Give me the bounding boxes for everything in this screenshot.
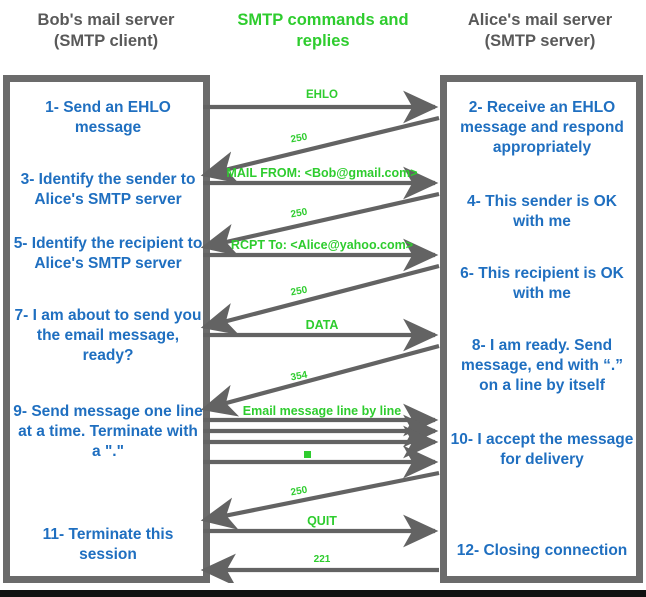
client-step-11: 11- Terminate this session (42, 526, 174, 563)
server-step-2: 2- Receive an EHLO message and respond a… (460, 99, 624, 156)
message-lane: EHLO 250 MAIL FROM: <Bob@gmail.com> 250 … (196, 75, 448, 583)
client-header-line1: Bob's mail server (37, 11, 175, 29)
client-step-1: 1- Send an EHLO message (45, 99, 171, 136)
client-step-3: 3- Identify the sender to Alice's SMTP s… (20, 171, 196, 208)
arrow-canvas (200, 90, 440, 583)
server-step-10: 10- I accept the message for delivery (450, 431, 634, 468)
bottom-strip (0, 590, 646, 597)
arrow-250-a (200, 115, 440, 184)
label-rcpt-to: RCPT To: <Alice@yahoo.com> (230, 238, 414, 252)
arrow-250-b (200, 191, 440, 256)
arrow-250-c (200, 263, 440, 335)
server-column-body: 2- Receive an EHLO message and respond a… (447, 82, 636, 576)
server-step-12: 12- Closing connection (456, 542, 628, 559)
diagram-title-line2: replies (296, 32, 350, 50)
client-step-7: 7- I am about to send you the email mess… (14, 307, 202, 364)
label-email-lines: Email message line by line (242, 404, 402, 418)
server-step-8: 8- I am ready. Send message, end with “.… (461, 337, 623, 394)
server-step-6: 6- This recipient is OK with me (460, 265, 624, 302)
label-221: 221 (313, 554, 331, 565)
server-column-header: Alice's mail server (SMTP server) (440, 10, 640, 52)
arrow-354 (200, 343, 440, 417)
diagram-title-line1: SMTP commands and (237, 11, 409, 29)
diagram-title-header: SMTP commands and replies (218, 10, 428, 52)
server-header-line1: Alice's mail server (467, 11, 613, 29)
message-terminator-dot (304, 451, 311, 458)
client-step-9: 9- Send message one line at a time. Term… (13, 403, 203, 460)
label-quit: QUIT (307, 514, 337, 528)
client-column-frame: 1- Send an EHLO message 3- Identify the … (3, 75, 210, 583)
server-step-4: 4- This sender is OK with me (467, 193, 617, 230)
label-ehlo: EHLO (306, 89, 338, 101)
client-column-body: 1- Send an EHLO message 3- Identify the … (10, 82, 203, 576)
label-mail-from: MAIL FROM: <Bob@gmail.com> (226, 166, 418, 180)
client-column-header: Bob's mail server (SMTP client) (6, 10, 206, 52)
client-step-5: 5- Identify the recipient to Alice's SMT… (13, 235, 203, 272)
label-data: DATA (305, 318, 339, 332)
arrow-250-d (200, 470, 440, 530)
server-column-frame: 2- Receive an EHLO message and respond a… (440, 75, 643, 583)
server-header-line2: (SMTP server) (484, 32, 596, 50)
client-header-line2: (SMTP client) (53, 32, 159, 50)
